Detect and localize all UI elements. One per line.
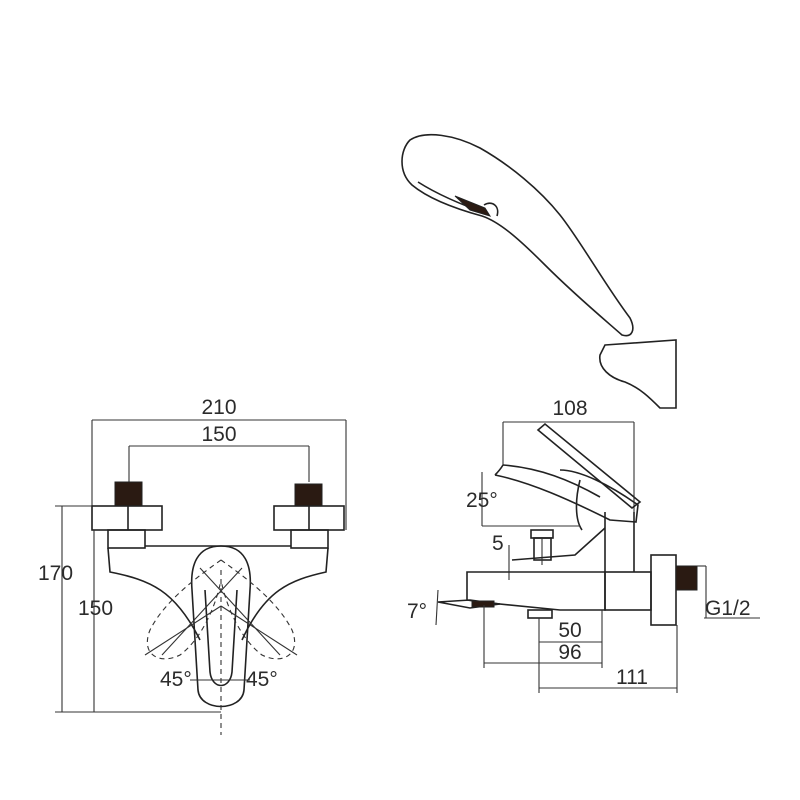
dim-108-label: 108 bbox=[552, 397, 587, 420]
angle-right-label: 45° bbox=[246, 668, 278, 691]
dim-170-label: 170 bbox=[38, 562, 73, 585]
side-view: 108 25° 5 G1/2 7° bbox=[407, 397, 760, 693]
angle-left-label: 45° bbox=[160, 668, 192, 691]
dim-50-label: 50 bbox=[558, 619, 581, 642]
dim-96-label: 96 bbox=[558, 641, 581, 664]
connector-left bbox=[114, 481, 143, 507]
dim-210-label: 210 bbox=[201, 396, 236, 419]
dim-150-label: 150 bbox=[201, 423, 236, 446]
dim-5-label: 5 bbox=[492, 532, 504, 555]
thread-label: G1/2 bbox=[705, 597, 751, 620]
dim-111-label: 111 bbox=[616, 666, 648, 689]
dim-150v-label: 150 bbox=[78, 597, 113, 620]
front-view: 210 150 45° 45° 170 150 bbox=[38, 396, 347, 735]
thread-connector bbox=[675, 565, 698, 591]
wall-flange bbox=[650, 554, 677, 626]
lever-angle-label: 25° bbox=[466, 489, 498, 512]
shower-holder bbox=[599, 339, 677, 409]
connector-right bbox=[294, 483, 323, 507]
hand-shower bbox=[401, 133, 677, 409]
spout-angle-label: 7° bbox=[407, 600, 427, 623]
